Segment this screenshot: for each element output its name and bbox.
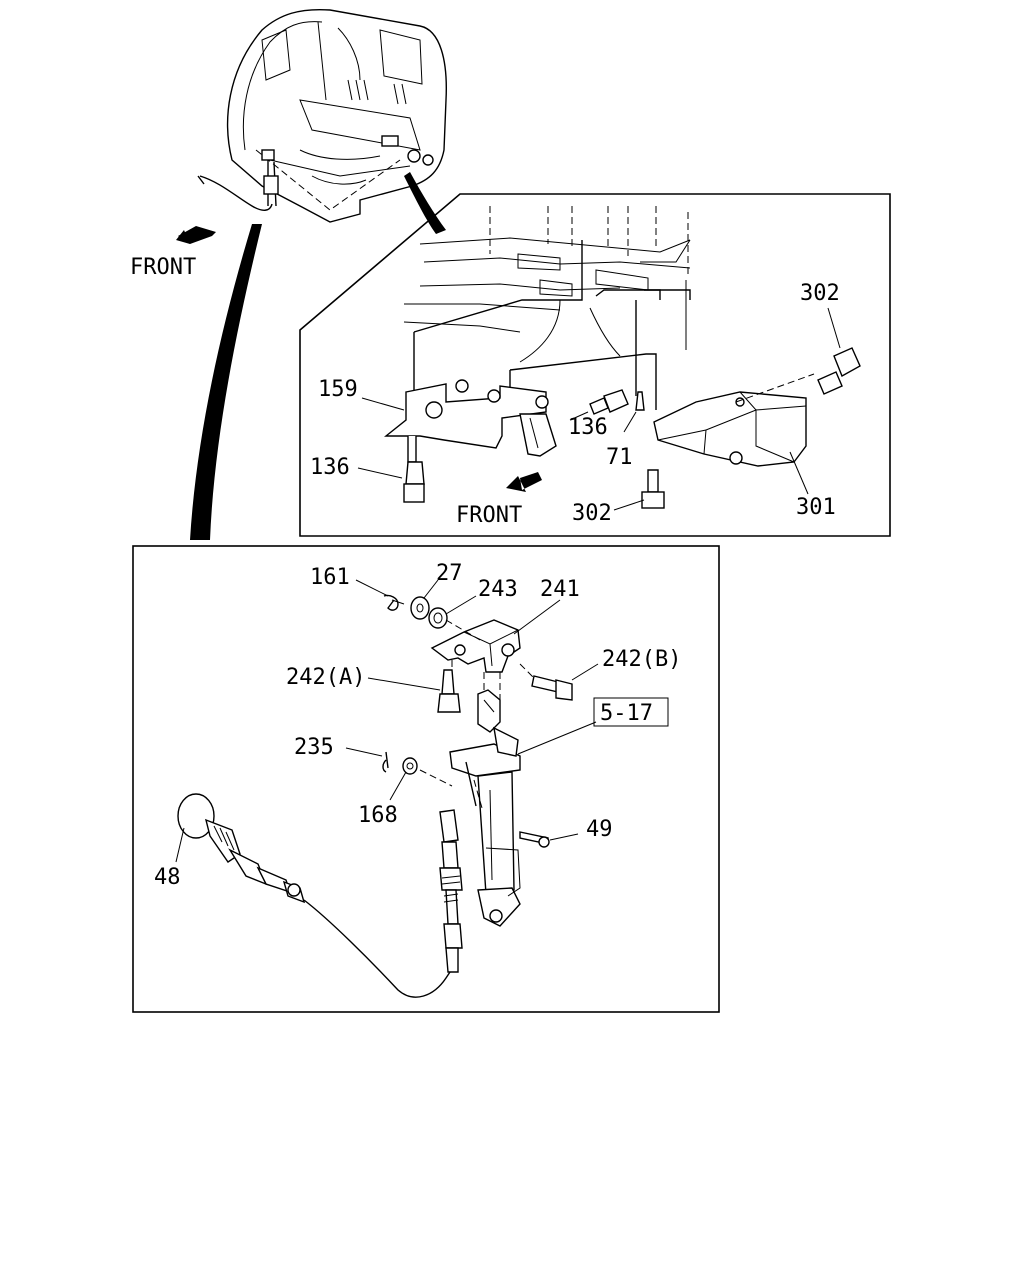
label-235: 235 xyxy=(294,735,334,760)
cab-overview: FRONT xyxy=(130,8,447,540)
label-242b: 242(B) xyxy=(602,647,681,672)
label-49: 49 xyxy=(586,817,613,842)
label-241: 241 xyxy=(540,577,580,602)
cable-assembly-detail: 161 27 243 241 242(A) 242(B) 5-17 235 16… xyxy=(132,545,720,1013)
label-48: 48 xyxy=(154,865,181,890)
label-159: 159 xyxy=(318,377,358,402)
floor-bracket-inset: FRONT 159 136 136 71 302 302 301 xyxy=(299,193,891,537)
label-243: 243 xyxy=(478,577,518,602)
label-71: 71 xyxy=(606,445,633,470)
label-168: 168 xyxy=(358,803,398,828)
label-27: 27 xyxy=(436,561,463,586)
label-242a: 242(A) xyxy=(286,665,365,690)
label-302-bottom: 302 xyxy=(572,501,612,526)
front-label-top: FRONT xyxy=(130,255,196,280)
label-5-17: 5-17 xyxy=(600,701,653,726)
label-136-top: 136 xyxy=(568,415,608,440)
label-161: 161 xyxy=(310,565,350,590)
arrow-down-left-icon-inset xyxy=(506,472,542,492)
label-302-top: 302 xyxy=(800,281,840,306)
label-136-bottom: 136 xyxy=(310,455,350,480)
front-label-inset: FRONT xyxy=(456,503,522,528)
label-301: 301 xyxy=(796,495,836,520)
